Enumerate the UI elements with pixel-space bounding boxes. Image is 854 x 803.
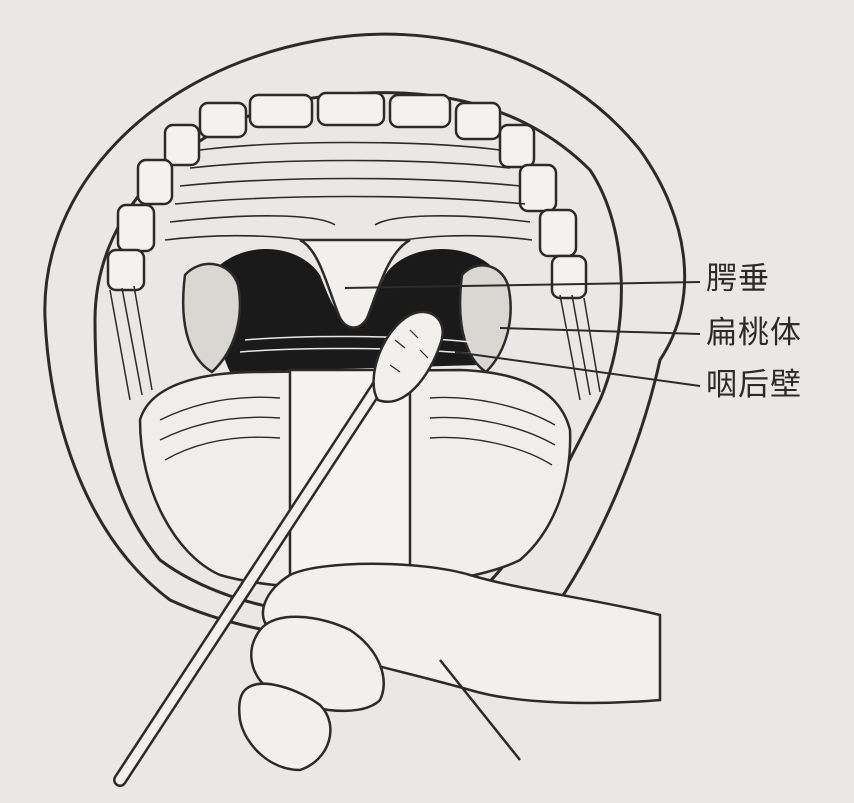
- leader-tonsil: [500, 328, 700, 334]
- label-uvula: 腭垂: [706, 264, 770, 295]
- label-pharyngeal-wall: 咽后壁: [706, 370, 802, 401]
- label-tonsil: 扁桃体: [706, 318, 802, 349]
- palate-hatching: [165, 143, 532, 246]
- hand: [239, 564, 660, 770]
